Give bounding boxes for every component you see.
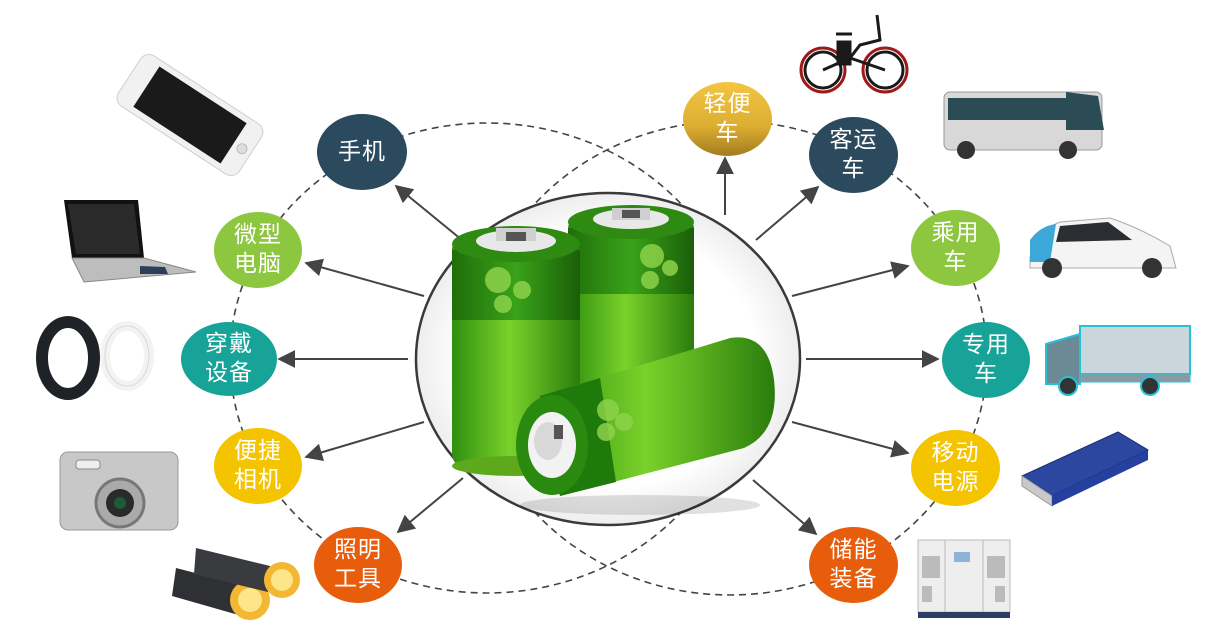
laptop-icon — [64, 200, 197, 283]
node-label-line2: 电源 — [931, 469, 980, 495]
node-label-line2: 车 — [974, 361, 998, 387]
node-label-line1: 轻便 — [703, 91, 752, 117]
node-label-line1: 移动 — [931, 440, 980, 466]
node-power-bank: 移动 电源 — [911, 430, 1000, 506]
node-label-line2: 相机 — [234, 467, 282, 493]
e-bike-icon — [799, 14, 909, 94]
node-label-line1: 手机 — [338, 138, 386, 165]
node-label-line1: 便捷 — [234, 438, 282, 464]
node-label-line2: 车 — [943, 249, 968, 275]
node-label-line2: 设备 — [205, 360, 253, 386]
node-label-line2: 装备 — [829, 566, 878, 592]
node-label-line1: 专用 — [962, 332, 1010, 358]
node-label-line2: 车 — [841, 156, 866, 182]
power-bank-icon — [1020, 431, 1150, 507]
node-label-line2: 车 — [715, 120, 740, 146]
node-bus: 客运 车 — [809, 117, 898, 193]
node-lighting: 照明 工具 — [314, 527, 402, 603]
truck-icon — [1045, 325, 1191, 396]
node-label-line1: 微型 — [234, 222, 282, 248]
smartphone-icon — [116, 53, 264, 177]
node-light-vehicle: 轻便 车 — [683, 82, 772, 156]
node-label-line1: 储能 — [829, 537, 878, 563]
node-label-line1: 乘用 — [931, 220, 980, 246]
node-label-line2: 电脑 — [234, 251, 282, 277]
node-energy-storage: 储能 装备 — [809, 527, 898, 603]
node-phone: 手机 — [317, 114, 407, 190]
battery-icon — [452, 205, 775, 515]
car-icon — [1029, 217, 1177, 278]
bus-icon — [943, 91, 1104, 159]
node-camera: 便捷 相机 — [214, 428, 302, 504]
energy-storage-cabinet-icon — [917, 539, 1011, 618]
camera-icon — [59, 451, 179, 531]
node-car: 乘用 车 — [911, 210, 1000, 286]
flashlight-icon — [172, 548, 300, 620]
wristband-icon — [36, 316, 154, 400]
node-micro-pc: 微型 电脑 — [214, 212, 302, 288]
connector-arrows — [277, 156, 940, 536]
battery-hub — [414, 191, 802, 527]
node-label-line1: 客运 — [829, 127, 878, 153]
node-label-line1: 穿戴 — [205, 331, 253, 357]
node-label-line1: 照明 — [334, 537, 382, 563]
node-wearable: 穿戴 设备 — [181, 322, 277, 396]
node-special-vehicle: 专用 车 — [942, 322, 1030, 398]
node-label-line2: 工具 — [334, 566, 382, 592]
